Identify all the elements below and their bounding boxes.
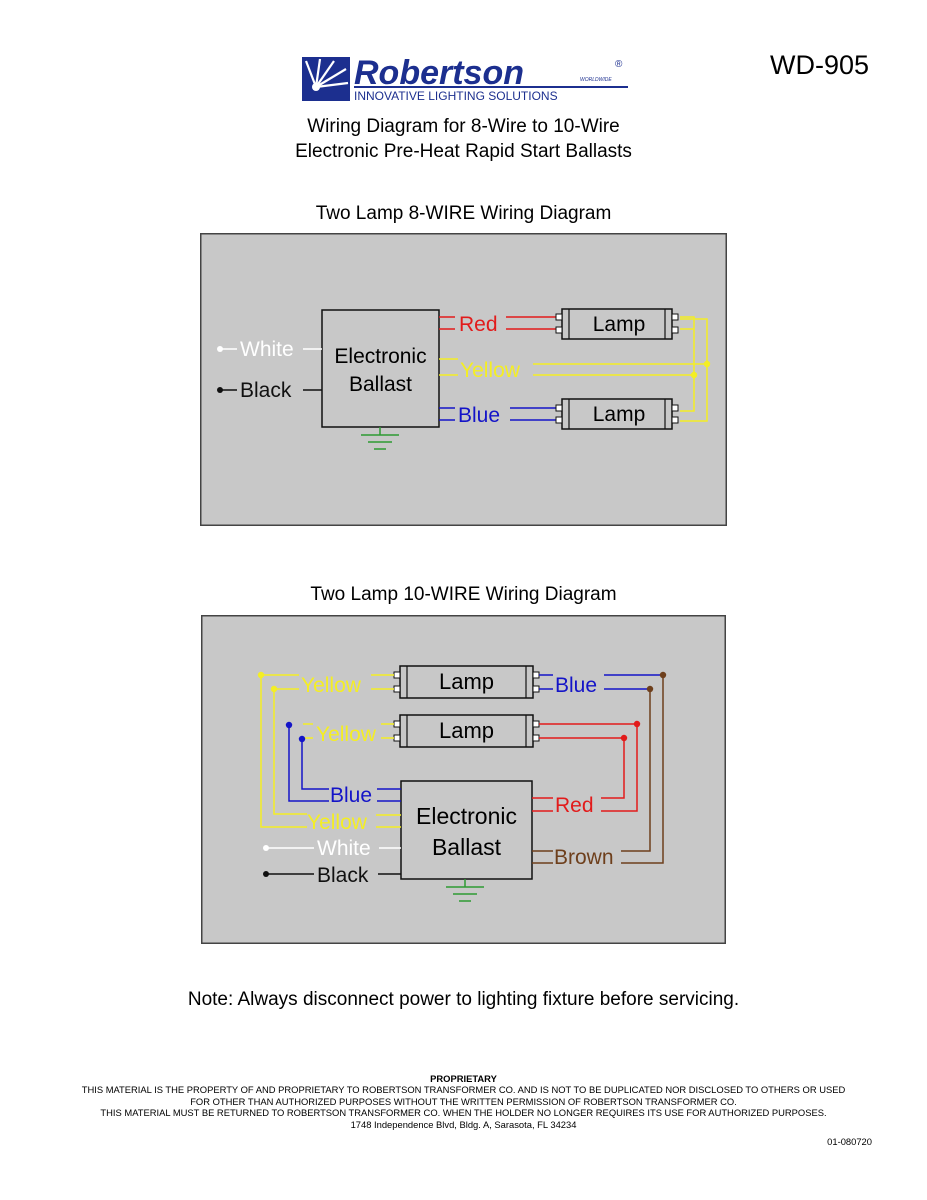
diagram2-label-black: Black: [317, 864, 369, 887]
diagram2-label-yellow-bottom: Yellow: [307, 811, 368, 834]
diagram2-wire-white: White: [263, 837, 401, 860]
diagram2-label-blue-right: Blue: [555, 674, 597, 697]
diagram1-8wire: Electronic Ballast White Black Red: [200, 233, 727, 526]
diagram2-title: Two Lamp 10-WIRE Wiring Diagram: [310, 584, 617, 605]
diagram2-wire-brown: [532, 675, 664, 864]
diagram2-label-red: Red: [555, 794, 594, 817]
diagram1-panel: [200, 233, 727, 526]
diagram1-lamp-bottom: Lamp: [555, 398, 679, 430]
footer-line-3: THIS MATERIAL MUST BE RETURNED TO ROBERT…: [100, 1107, 827, 1119]
diagram1-wire-white: White: [217, 338, 322, 361]
diagram1-wire-blue: [439, 407, 556, 421]
diagram1-ballast: [321, 309, 440, 428]
footer-heading: PROPRIETARY: [430, 1073, 497, 1084]
brand-tagline: INNOVATIVE LIGHTING SOLUTIONS: [354, 89, 558, 103]
diagram1-label-red: Red: [459, 313, 498, 336]
diagram2-label-white: White: [317, 837, 371, 860]
diagram2-ground-icon: [446, 879, 484, 902]
diagram1-ground-icon: [361, 427, 399, 450]
diagram1-lamp-top: Lamp: [555, 308, 679, 340]
footer-line-2: FOR OTHER THAN AUTHORIZED PURPOSES WITHO…: [190, 1095, 737, 1107]
brand-name: Robertson: [354, 55, 524, 92]
diagram2-lamp-bottom-label: Lamp: [439, 718, 494, 743]
diagram2-ballast: [400, 780, 533, 880]
registered-mark: ®: [615, 59, 623, 70]
starburst-icon: [302, 57, 350, 101]
diagram2-label-brown: Brown: [554, 846, 614, 869]
footer-address: 1748 Independence Blvd, Bldg. A, Sarasot…: [350, 1118, 577, 1130]
diagram2-ballast-label-2: Ballast: [432, 834, 502, 860]
diagram1-wire-black: Black: [217, 379, 322, 402]
diagram1-wire-red: [439, 316, 556, 330]
page-title-line1: Wiring Diagram for 8-Wire to 10-Wire: [307, 116, 620, 137]
proprietary-footer: PROPRIETARY THIS MATERIAL IS THE PROPERT…: [0, 1073, 927, 1130]
diagram2-lamp-top: Lamp: [393, 665, 540, 699]
diagram2-lamp-top-label: Lamp: [439, 669, 494, 694]
diagram2-label-blue-left: Blue: [330, 784, 372, 807]
robertson-logo: Robertson WORLDWIDE ® INNOVATIVE LIGHTIN…: [302, 55, 628, 103]
diagram2-ballast-label-1: Electronic: [416, 803, 517, 829]
footer-line-1: THIS MATERIAL IS THE PROPERTY OF AND PRO…: [81, 1084, 846, 1096]
diagram1-wire-yellow: [439, 316, 708, 422]
diagram1-lamp-bottom-label: Lamp: [593, 403, 646, 426]
page-title-line2: Electronic Pre-Heat Rapid Start Ballasts: [295, 141, 632, 162]
diagram2-label-yellow-top: Yellow: [301, 674, 362, 697]
diagram2-wire-black: Black: [263, 864, 401, 887]
diagram1-label-blue: Blue: [458, 404, 500, 427]
diagram2-wire-blue: [288, 674, 663, 802]
diagram2-label-yellow-mid: Yellow: [316, 723, 377, 746]
diagram2-10wire: Electronic Ballast Lamp Lamp: [201, 615, 726, 944]
diagram1-label-black: Black: [240, 379, 292, 402]
safety-note: Note: Always disconnect power to lightin…: [187, 989, 740, 1010]
document-code: WD-905: [770, 50, 870, 80]
diagram1-ballast-label-1: Electronic: [334, 345, 426, 368]
diagram2-lamp-bottom: Lamp: [393, 714, 540, 748]
diagram2-wire-red: [532, 723, 638, 812]
document-number: 01-080720: [827, 1136, 872, 1147]
diagram1-label-yellow: Yellow: [460, 359, 521, 382]
diagram1-label-white: White: [240, 338, 294, 361]
diagram1-lamp-top-label: Lamp: [593, 313, 646, 336]
diagram1-ballast-label-2: Ballast: [349, 373, 412, 396]
brand-suffix: WORLDWIDE: [580, 77, 612, 83]
diagram1-title: Two Lamp 8-WIRE Wiring Diagram: [315, 203, 612, 224]
